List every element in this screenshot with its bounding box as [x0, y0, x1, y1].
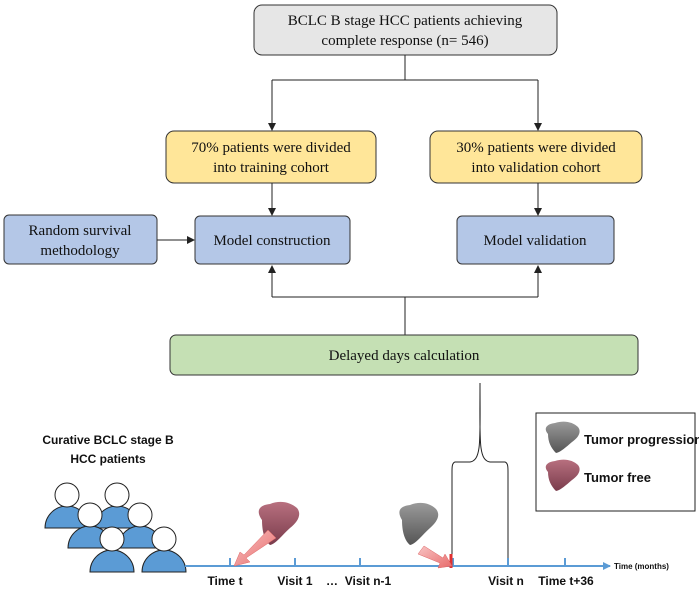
model-construction-label: Model construction	[213, 233, 331, 249]
red-arrow-free	[233, 529, 277, 567]
patient-icon	[89, 526, 135, 573]
connector-delayed-split	[272, 296, 538, 335]
training-box-line2: into training cohort	[213, 160, 330, 176]
legend: Tumor progression Tumor free	[535, 412, 699, 512]
legend-progression-label: Tumor progression	[584, 432, 699, 447]
tick-label-visit-n-1: Visit n-1	[345, 574, 392, 588]
legend-free-icon	[545, 459, 580, 491]
validation-box: 30% patients were divided into validatio…	[429, 130, 643, 184]
patients-label-line1: Curative BCLC stage B	[42, 433, 174, 447]
top-box-line2: complete response (n= 546)	[321, 33, 488, 49]
delayed-days-brace	[451, 382, 509, 565]
tick-label-time-t36: Time t+36	[538, 574, 594, 588]
patient-icons	[44, 482, 187, 573]
tick-label-time-t: Time t	[207, 574, 242, 588]
liver-icon-progression	[399, 502, 439, 545]
tick-label-visit-1: Visit 1	[277, 574, 312, 588]
legend-progression-icon	[545, 421, 580, 453]
validation-box-line2: into validation cohort	[471, 160, 601, 176]
timeline-ticks	[229, 558, 566, 566]
model-construction-shape	[194, 215, 351, 265]
delayed-days-box: Delayed days calculation	[169, 334, 639, 376]
delayed-days-shape	[169, 334, 639, 376]
red-arrow-progression	[417, 545, 453, 569]
tick-label-visit-n: Visit n	[488, 574, 524, 588]
tick-label-ellipsis: …	[326, 574, 338, 588]
training-box-line1: 70% patients were divided	[191, 140, 351, 156]
timeline-labels: Time t Visit 1 … Visit n-1 Visit n Time …	[207, 574, 594, 588]
patients-label-line2: HCC patients	[70, 452, 146, 466]
rsf-box-line2: methodology	[40, 243, 120, 259]
rsf-box-line1: Random survival	[29, 223, 132, 239]
validation-box-line1: 30% patients were divided	[456, 140, 616, 156]
training-box: 70% patients were divided into training …	[165, 130, 377, 184]
top-box-line1: BCLC B stage HCC patients achieving	[288, 13, 523, 29]
timeline-unit-label: Time (months)	[614, 562, 669, 571]
patients-label: Curative BCLC stage B HCC patients	[42, 433, 174, 466]
training-box-shape	[165, 130, 377, 184]
connector-top-split	[272, 55, 538, 81]
model-validation-box: Model validation	[456, 215, 615, 265]
model-construction-box: Model construction	[194, 215, 351, 265]
top-box: BCLC B stage HCC patients achieving comp…	[253, 4, 558, 56]
model-validation-label: Model validation	[484, 233, 587, 249]
model-validation-shape	[456, 215, 615, 265]
validation-box-shape	[429, 130, 643, 184]
legend-free-label: Tumor free	[584, 470, 651, 485]
delayed-days-label: Delayed days calculation	[329, 348, 480, 364]
patient-icon	[141, 526, 187, 573]
rsf-box: Random survival methodology	[3, 214, 158, 265]
